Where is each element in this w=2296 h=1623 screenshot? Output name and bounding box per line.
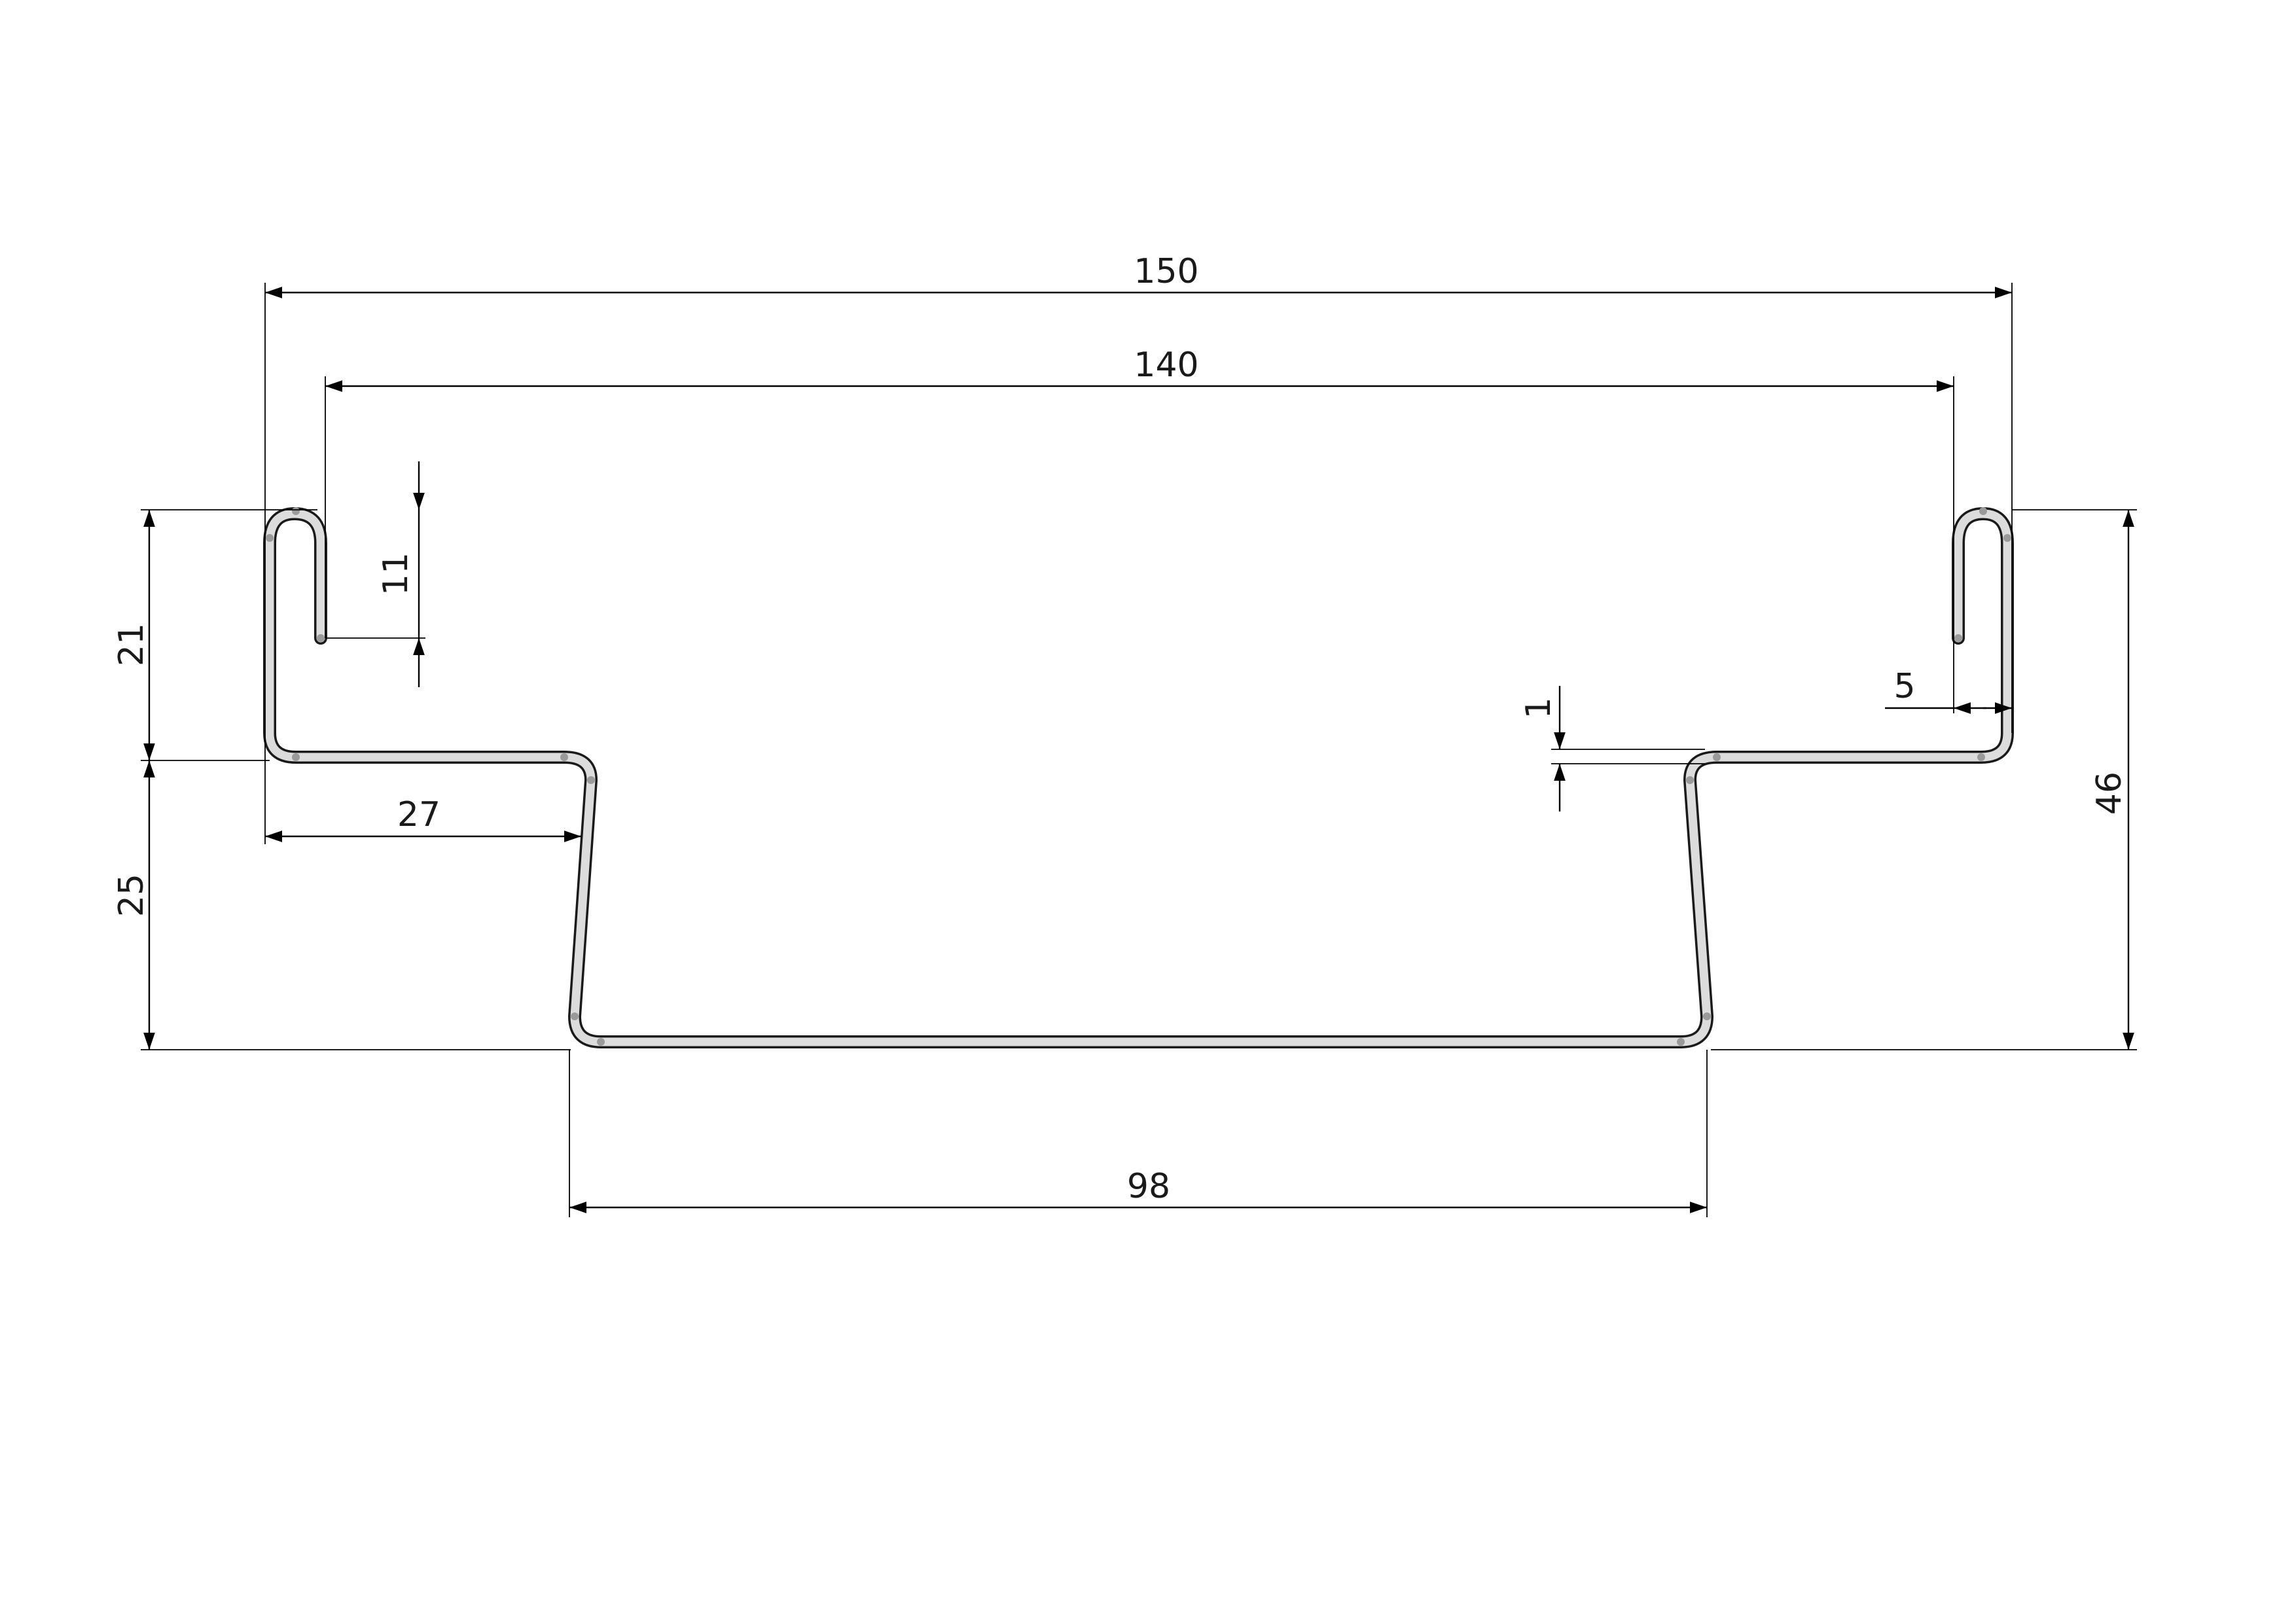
vertex-marker — [1979, 507, 1987, 515]
profile-section — [263, 507, 2014, 1048]
dim-label-step-offset: 1 — [1519, 697, 1558, 719]
vertex-marker — [317, 634, 325, 642]
vertex-marker — [560, 753, 568, 761]
dim-label-overall-width: 150 — [1134, 252, 1198, 291]
dim-label-hem-gap: 5 — [1893, 667, 1915, 706]
vertex-marker — [571, 1012, 579, 1020]
dim-label-flange-width: 27 — [397, 795, 440, 834]
profile-core — [265, 509, 2012, 1046]
vertex-marker — [1977, 753, 1985, 761]
dimension-labels: 150 140 11 21 25 27 98 46 1 5 — [112, 252, 2129, 1206]
vertex-marker — [2003, 534, 2011, 542]
profile-outline — [263, 507, 2014, 1048]
vertex-marker — [1686, 776, 1694, 784]
vertex-marker — [1713, 753, 1721, 761]
vertex-marker — [1703, 1012, 1711, 1020]
vertex-marker — [597, 1038, 605, 1046]
vertex-marker — [266, 534, 274, 542]
dim-label-total-height: 46 — [2090, 772, 2129, 815]
vertex-marker — [292, 507, 300, 515]
dimension-lines — [143, 287, 2134, 1213]
extension-lines — [141, 283, 2137, 1217]
dim-label-hem-length: 11 — [376, 552, 416, 596]
vertex-marker — [292, 753, 300, 761]
dim-label-bottom-width: 98 — [1127, 1167, 1170, 1206]
vertex-marker — [1954, 634, 1962, 642]
dim-label-lower-height: 25 — [112, 874, 151, 917]
vertex-marker — [1677, 1038, 1685, 1046]
vertex-marker — [587, 776, 595, 784]
dim-label-upper-height: 21 — [112, 623, 151, 666]
dim-label-inner-width: 140 — [1134, 346, 1198, 385]
